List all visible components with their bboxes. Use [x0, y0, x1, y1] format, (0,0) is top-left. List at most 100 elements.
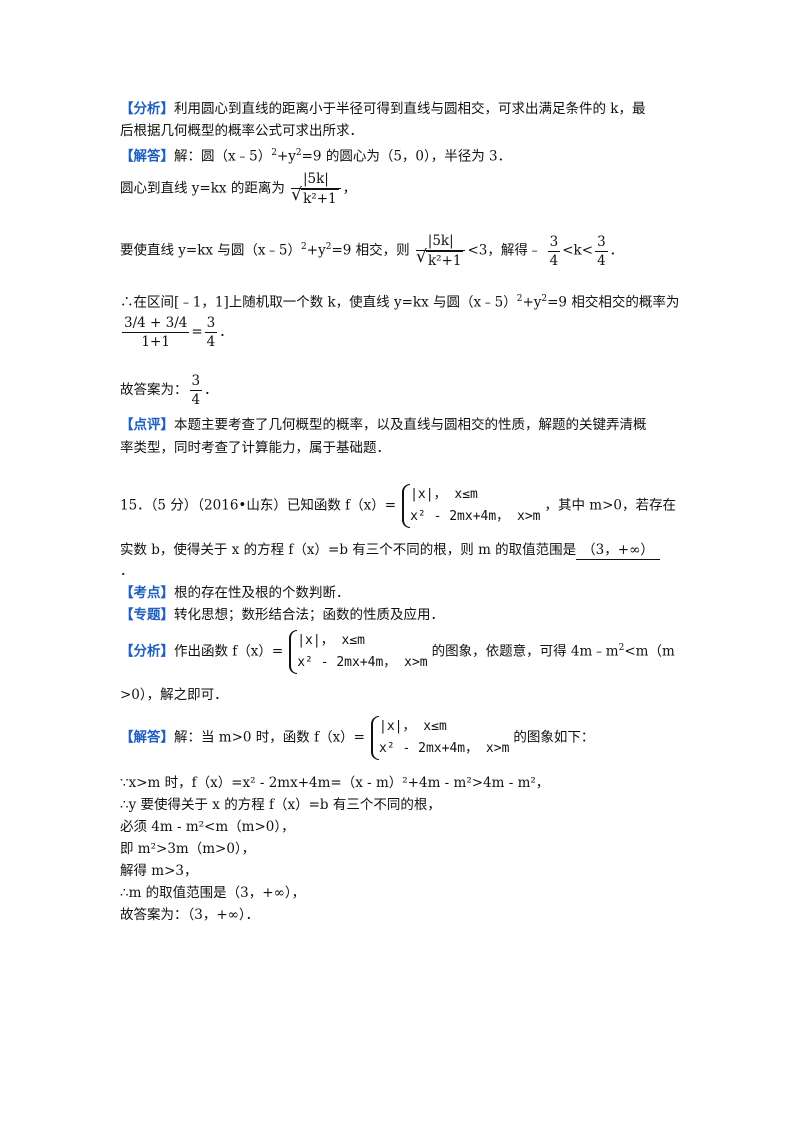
condition-end: ．: [609, 242, 624, 259]
distance-suffix: ，: [342, 180, 357, 197]
solution-tag: 【解答】: [120, 148, 174, 165]
step-4-text: 即 m²>3m（m>0），: [120, 841, 256, 857]
probability-b: +y: [522, 294, 542, 311]
distance-line: 圆心到直线 y=kx 的距离为 |5k| k²+1 ，: [120, 170, 356, 208]
analysis-text-1: 利用圆心到直线的距离小于半径可得到直线与圆相交，可求出满足条件的 k，最: [174, 101, 646, 117]
probability-fraction: 3/4 + 3/4 1+1: [122, 314, 190, 351]
step-7-text: 故答案为：（3，+∞）．: [120, 907, 260, 923]
condition-a: 要使直线 y=kx 与圆（x﹣5）: [120, 242, 302, 259]
kaodian-text: 根的存在性及根的个数判断．: [174, 585, 350, 601]
condition-b: +y: [306, 242, 326, 259]
step-7: 故答案为：（3，+∞）．: [120, 906, 259, 924]
probability-line: ∴在区间[﹣1，1]上随机取一个数 k，使直线 y=kx 与圆（x﹣5）2+y2…: [120, 294, 680, 311]
analysis-line-1: 【分析】利用圆心到直线的距离小于半径可得到直线与圆相交，可求出满足条件的 k，最: [120, 100, 645, 118]
piece-row-2: x² - 2mx+4m， x>m: [410, 509, 541, 524]
jieda-tag: 【解答】: [120, 729, 174, 746]
zhuanti-tag: 【专题】: [120, 607, 174, 623]
step-2-text: ∴y 要使得关于 x 的方程 f（x）=b 有三个不同的根，: [120, 797, 441, 813]
q15-answer-blank: （3，+∞）: [576, 541, 660, 560]
condition-line: 要使直线 y=kx 与圆（x﹣5）2+y2=9 相交，则 |5k| k²+1 <…: [120, 232, 623, 270]
solution-text-a: 解：圆（x﹣5）: [174, 148, 272, 165]
zhuanti-text: 转化思想；数形结合法；函数的性质及应用．: [174, 607, 444, 623]
comment-tag: 【点评】: [120, 417, 174, 433]
q15-stem-b: ，其中 m>0，若存在: [544, 497, 677, 514]
solution-text-b: +y: [276, 148, 296, 165]
fenxi-tag: 【分析】: [120, 643, 174, 660]
condition-denominator: k²+1: [416, 248, 464, 270]
condition-d: <3，解得﹣: [467, 242, 542, 259]
solution-text-c: =9 的圆心为（5，0），半径为 3．: [301, 148, 512, 165]
jieda-a: 解：当 m>0 时，函数 f（x）=: [174, 729, 365, 746]
cf1-den: 4: [549, 252, 559, 269]
comment-line-2: 率类型，同时考查了计算能力，属于基础题．: [120, 439, 390, 457]
step-1: ∵x>m 时，f（x）=x² - 2mx+4m=（x - m）²+4m - m²…: [120, 774, 549, 792]
q15-stem-line-2: 实数 b，使得关于 x 的方程 f（x）=b 有三个不同的根，则 m 的取值范围…: [120, 541, 660, 560]
condition-e: <k<: [562, 242, 594, 259]
q15-stem-a: 15．（5 分）（2016•山东）已知函数 f（x）=: [120, 497, 397, 514]
cf1-num: 3: [547, 233, 561, 252]
comment-line-1: 【点评】本题主要考查了几何概型的概率，以及直线与圆相交的性质，解题的关键弄清概: [120, 416, 647, 434]
step-1-text: ∵x>m 时，f（x）=x² - 2mx+4m=（x - m）²+4m - m²…: [120, 775, 550, 791]
q15-dot-line: ．: [120, 562, 134, 580]
ans-num: 3: [189, 373, 203, 391]
step-5-text: 解得 m>3，: [120, 863, 198, 879]
step-6: ∴m 的取值范围是（3，+∞），: [120, 884, 305, 902]
comment-text-1: 本题主要考查了几何概型的概率，以及直线与圆相交的性质，解题的关键弄清概: [174, 417, 647, 433]
zhuanti-line: 【专题】转化思想；数形结合法；函数的性质及应用．: [120, 606, 444, 624]
analysis-tag: 【分析】: [120, 101, 174, 117]
kaodian-tag: 【考点】: [120, 585, 174, 601]
probability-denominator: 1+1: [141, 334, 170, 350]
jieda-piecewise: |x|， x≤m x² - 2mx+4m， x>m: [369, 716, 509, 760]
fenxi-a: 作出函数 f（x）=: [174, 643, 284, 660]
condition-fraction: |5k| k²+1: [415, 232, 466, 270]
answer-end: ．: [204, 382, 218, 398]
fenxi-b: 的图象，依题意，可得 4m﹣m: [431, 643, 619, 660]
probability-numerator: 3/4 + 3/4: [122, 315, 190, 333]
step-6-text: ∴m 的取值范围是（3，+∞），: [120, 885, 306, 901]
analysis-line-2: 后根据几何概型的概率公式可求出所求．: [120, 122, 363, 140]
step-5: 解得 m>3，: [120, 862, 198, 880]
jieda-b: 的图象如下：: [513, 729, 595, 746]
fenxi-piece-2: x² - 2mx+4m， x>m: [297, 655, 428, 670]
fenxi-piecewise: |x|， x≤m x² - 2mx+4m， x>m: [287, 630, 428, 674]
probability-equals: =: [191, 324, 203, 340]
pr-den: 4: [206, 334, 216, 350]
kaodian-line: 【考点】根的存在性及根的个数判断．: [120, 584, 350, 602]
comment-text-2: 率类型，同时考查了计算能力，属于基础题．: [120, 440, 390, 456]
fenxi-l2: >0），解之即可．: [120, 687, 228, 703]
jieda-piece-1: |x|， x≤m: [379, 719, 447, 734]
probability-a: ∴在区间[﹣1，1]上随机取一个数 k，使直线 y=kx 与圆（x﹣5）: [120, 294, 517, 311]
cf2-den: 4: [597, 252, 606, 269]
piece-row-1: |x|， x≤m: [410, 487, 478, 502]
condition-c: =9 相交，则: [331, 242, 410, 259]
answer-prefix-1: 故答案为：: [120, 382, 188, 398]
distance-denominator: k²+1: [291, 186, 339, 208]
distance-fraction: |5k| k²+1: [291, 170, 341, 208]
distance-prefix: 圆心到直线 y=kx 的距离为: [120, 180, 285, 197]
fenxi-piece-1: |x|， x≤m: [297, 633, 366, 648]
q15-stem-line-1: 15．（5 分）（2016•山东）已知函数 f（x）= |x|， x≤m x² - …: [120, 484, 676, 528]
q15-piecewise: |x|， x≤m x² - 2mx+4m， x>m: [400, 484, 541, 528]
cf2-num: 3: [595, 233, 608, 252]
fenxi-line-2: >0），解之即可．: [120, 686, 228, 704]
probability-c: =9 相交相交的概率为: [547, 294, 680, 311]
solution-line-1: 【解答】解：圆（x﹣5）2+y2=9 的圆心为（5，0），半径为 3．: [120, 148, 512, 165]
probability-end: ．: [219, 324, 233, 340]
step-2: ∴y 要使得关于 x 的方程 f（x）=b 有三个不同的根，: [120, 796, 441, 814]
step-4: 即 m²>3m（m>0），: [120, 840, 255, 858]
jieda-piece-2: x² - 2mx+4m， x>m: [379, 741, 510, 756]
q15-dot: ．: [120, 563, 134, 579]
step-3-text: 必须 4m - m²<m（m>0），: [120, 819, 295, 835]
step-3: 必须 4m - m²<m（m>0），: [120, 818, 295, 836]
jieda-line: 【解答】解：当 m>0 时，函数 f（x）= |x|， x≤m x² - 2mx+4…: [120, 716, 594, 760]
fenxi-c: <m（m: [624, 643, 675, 660]
ans-den: 4: [191, 392, 201, 408]
q15-stem-l2: 实数 b，使得关于 x 的方程 f（x）=b 有三个不同的根，则 m 的取值范围…: [120, 542, 577, 558]
